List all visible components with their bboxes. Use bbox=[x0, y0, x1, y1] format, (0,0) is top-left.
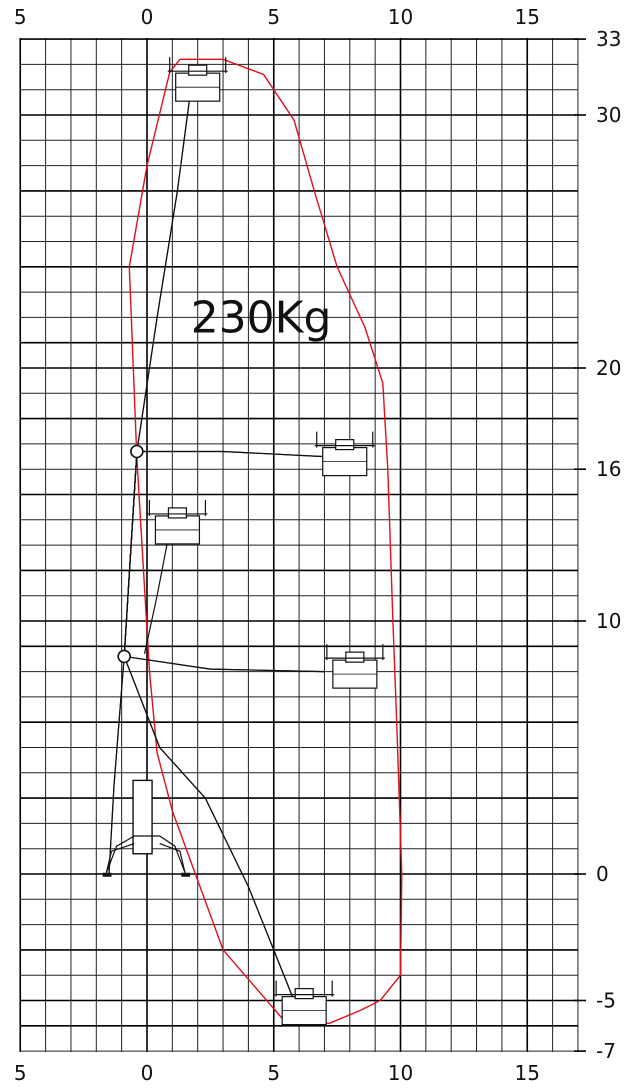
basket-cap bbox=[167, 507, 188, 519]
y-tick-label: -5 bbox=[596, 989, 616, 1013]
basket-below-ground bbox=[274, 980, 335, 1026]
x-tick-bottom: 10 bbox=[388, 1061, 413, 1085]
aerial-platform bbox=[102, 57, 385, 1026]
x-tick-top: 15 bbox=[515, 5, 540, 29]
envelope-outline bbox=[128, 58, 403, 1024]
working-envelope bbox=[128, 58, 403, 1024]
outrigger-right bbox=[159, 843, 186, 873]
axis-ticks: 5 5 0 0 5 5 10 10 15 15 33 30 20 16 10 0 -5 -7 bbox=[14, 5, 622, 1085]
basket-max-height bbox=[167, 57, 228, 102]
outrigger-foot bbox=[102, 872, 112, 877]
x-tick-bottom: 0 bbox=[141, 1061, 154, 1085]
pivot-joint bbox=[117, 649, 131, 664]
grid bbox=[19, 38, 586, 1052]
x-tick-top: 5 bbox=[14, 5, 27, 29]
y-tick-label: 0 bbox=[596, 862, 609, 886]
basket-cap bbox=[345, 651, 365, 663]
boom-inner-horizontal-lower bbox=[124, 655, 325, 673]
x-tick-bottom: 15 bbox=[515, 1061, 540, 1085]
load-label: 230Kg bbox=[191, 293, 332, 344]
x-tick-top: 0 bbox=[141, 5, 154, 29]
y-tick-label: 10 bbox=[596, 609, 621, 633]
basket-horizontal-upper bbox=[314, 431, 375, 477]
outrigger-foot bbox=[181, 872, 191, 877]
y-tick-label: 20 bbox=[596, 356, 621, 380]
y-tick-label: 30 bbox=[596, 103, 621, 127]
boom-inner-horizontal-upper bbox=[123, 450, 325, 657]
mast bbox=[132, 779, 153, 855]
basket-cap bbox=[335, 439, 355, 451]
y-tick-label: 33 bbox=[596, 27, 621, 51]
pivot-joint bbox=[130, 444, 144, 459]
outrigger-left bbox=[105, 843, 135, 873]
x-tick-bottom: 5 bbox=[14, 1061, 27, 1085]
boom-inner-below-ground bbox=[123, 656, 295, 1001]
basket-cap bbox=[188, 64, 208, 76]
basket-cap bbox=[294, 988, 314, 1000]
boom-inner-mid-height bbox=[123, 451, 138, 657]
x-tick-top: 10 bbox=[388, 5, 413, 29]
basket-horizontal-lower bbox=[324, 644, 385, 689]
x-tick-bottom: 5 bbox=[267, 1061, 280, 1085]
jib-mid-height bbox=[143, 529, 171, 655]
basket-mid-height bbox=[147, 499, 208, 545]
x-tick-top: 5 bbox=[267, 5, 280, 29]
boom-horizontal-upper bbox=[123, 450, 325, 657]
y-tick-label: 16 bbox=[596, 457, 621, 481]
y-tick-label: -7 bbox=[596, 1039, 616, 1063]
